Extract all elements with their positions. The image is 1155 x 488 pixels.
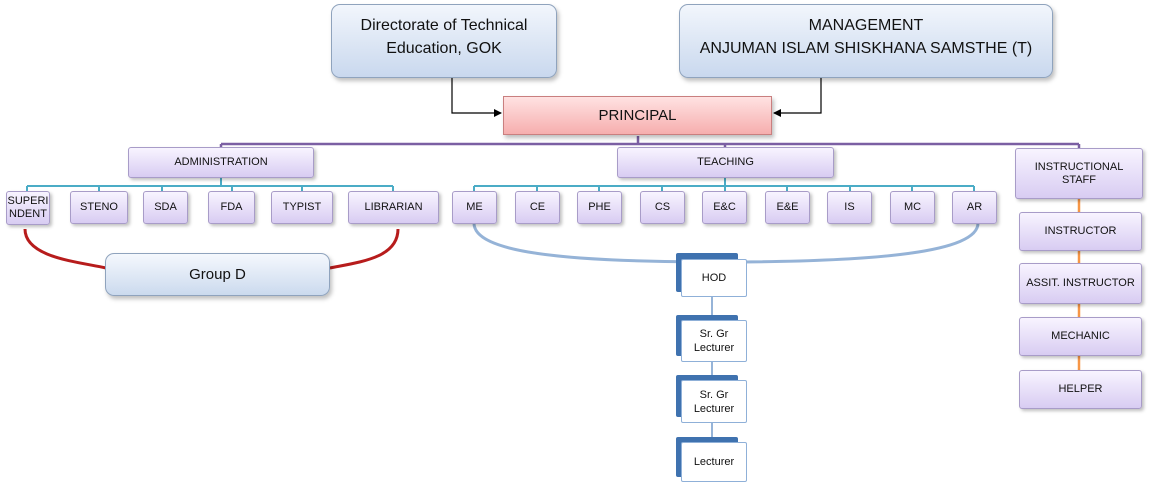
branch-me-box: ME [452,191,497,224]
branch-ar-label: AR [966,201,983,213]
directorate-line2: Education, GOK [386,40,502,57]
sr-gr-lecturer-2-box: Sr. Gr Lecturer [681,380,747,423]
lecturer-label: Lecturer [693,456,735,468]
administration-box: ADMINISTRATION [128,147,314,178]
librarian-label: LIBRARIAN [364,201,423,213]
group-d-arc [23,228,400,270]
branch-mc-box: MC [890,191,935,224]
branch-is-box: IS [827,191,872,224]
instructor-label: INSTRUCTOR [1044,225,1117,237]
group-d-label: Group D [189,266,246,283]
management-line1: MANAGEMENT [808,17,924,34]
typist-box: TYPIST [271,191,333,224]
superintendent-line1: SUPERI [7,195,49,207]
sr-gr-lecturer-1-line1: Sr. Gr [699,328,729,340]
typist-label: TYPIST [282,201,322,213]
instructor-box: INSTRUCTOR [1019,212,1142,251]
branch-mc-label: MC [903,201,922,213]
assistant-instructor-label: ASSIT. INSTRUCTOR [1026,277,1135,289]
administration-connector [26,178,394,191]
branch-phe-label: PHE [588,201,611,213]
branch-ec-box: E&C [702,191,747,224]
sr-gr-lecturer-1-box: Sr. Gr Lecturer [681,320,747,362]
teaching-label: TEACHING [697,156,754,168]
branch-ec-label: E&C [713,201,736,213]
steno-box: STENO [70,191,128,224]
instructional-line2: STAFF [1061,173,1096,186]
sr-gr-lecturer-1-line2: Lecturer [693,342,735,354]
principal-connector [219,136,1081,148]
branch-ar-box: AR [952,191,997,224]
branch-cs-box: CS [640,191,685,224]
branch-is-label: IS [844,201,855,213]
branch-ee-box: E&E [765,191,810,224]
principal-label: PRINCIPAL [598,107,677,124]
helper-box: HELPER [1019,370,1142,409]
fda-box: FDA [208,191,255,224]
instructional-staff-box: INSTRUCTIONAL STAFF [1015,148,1143,199]
hod-box: HOD [681,259,747,297]
lecturer-box: Lecturer [681,442,747,482]
branch-ce-label: CE [529,201,546,213]
management-box: MANAGEMENT ANJUMAN ISLAM SHISKHANA SAMST… [679,4,1053,78]
branch-me-label: ME [466,201,483,213]
administration-label: ADMINISTRATION [174,156,268,168]
branch-cs-label: CS [654,201,671,213]
librarian-box: LIBRARIAN [348,191,439,224]
superintendent-box: SUPERI NDENT [6,191,50,225]
directorate-line1: Directorate of Technical [360,17,528,34]
superintendent-line2: NDENT [9,208,47,220]
arrow-directorate-to-principal [451,78,502,117]
arrow-management-to-principal [773,78,822,117]
branch-phe-box: PHE [577,191,622,224]
sda-box: SDA [143,191,188,224]
management-line2: ANJUMAN ISLAM SHISKHANA SAMSTHE (T) [699,40,1033,57]
branch-ce-box: CE [515,191,560,224]
group-d-box: Group D [105,253,330,296]
teaching-box: TEACHING [617,147,834,178]
principal-box: PRINCIPAL [503,96,772,135]
sr-gr-lecturer-2-line2: Lecturer [693,402,735,415]
hod-label: HOD [701,272,727,284]
directorate-box: Directorate of Technical Education, GOK [331,4,557,78]
sda-label: SDA [154,201,177,213]
mechanic-box: MECHANIC [1019,317,1142,356]
teaching-connector [473,178,975,191]
mechanic-label: MECHANIC [1051,330,1110,342]
helper-label: HELPER [1058,383,1103,395]
fda-label: FDA [220,201,243,213]
instructional-line1: INSTRUCTIONAL [1034,160,1124,173]
sr-gr-lecturer-2-line1: Sr. Gr [699,388,729,401]
steno-label: STENO [80,201,118,213]
assistant-instructor-box: ASSIT. INSTRUCTOR [1019,263,1142,304]
branch-ee-label: E&E [776,201,799,213]
